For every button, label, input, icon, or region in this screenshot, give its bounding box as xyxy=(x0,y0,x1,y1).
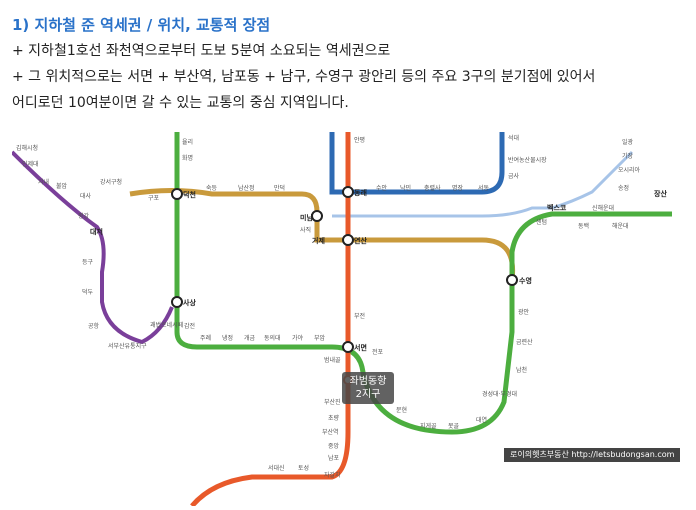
description-line-1: + 지하철1호선 좌천역으로부터 도보 5분여 소요되는 역세권으로 xyxy=(12,43,391,59)
watermark-label: 로이의헷츠부동산 http://letsbudongsan.com xyxy=(504,448,681,462)
label-gwangan: 광안 xyxy=(518,308,530,316)
label-bexco: 벡스코 xyxy=(547,203,567,212)
yeonsan-marker xyxy=(342,234,354,246)
label-daejeo: 대저 xyxy=(90,227,103,236)
label-deungu: 등구 xyxy=(82,259,94,266)
deokcheon-marker xyxy=(171,188,183,200)
label-seobusan: 서부산유통지구 xyxy=(108,342,147,350)
label-haeundae: 해운대 xyxy=(612,222,629,230)
label-naengjeong: 냉정 xyxy=(222,334,233,342)
label-yeonsan: 연산 xyxy=(354,236,367,245)
minam-marker xyxy=(311,210,323,222)
label-geumsa: 금사 xyxy=(508,172,520,180)
label-nakmin: 낙민 xyxy=(400,184,411,192)
donghae-route xyxy=(332,150,634,218)
label-gwaebeop: 괘법르네시떼 xyxy=(150,321,183,329)
label-bujeon: 부전 xyxy=(354,312,365,320)
label-sasang: 사상 xyxy=(183,298,196,307)
label-buam: 부암 xyxy=(314,334,326,342)
label-yulri: 율리 xyxy=(182,138,193,146)
sasang-marker xyxy=(171,296,183,308)
label-pyeonggang: 평강 xyxy=(78,212,90,220)
label-suyeong: 수영 xyxy=(519,276,532,285)
label-jagalchi: 자갈치 xyxy=(324,471,341,479)
label-dongbaek: 동백 xyxy=(578,222,589,230)
dongnae-marker xyxy=(342,186,354,198)
label-beomnaegol: 범내골 xyxy=(324,356,341,364)
line2-route xyxy=(174,132,672,435)
label-deokdu: 덕두 xyxy=(82,289,94,296)
line1-route xyxy=(190,132,351,506)
label-sinhaeundae: 신해운대 xyxy=(592,204,614,212)
label-gangseo: 강서구청 xyxy=(100,178,122,186)
gimhae-route xyxy=(12,150,174,345)
label-kyungsung: 경성대·부경대 xyxy=(482,390,517,398)
label-mandeok: 만덕 xyxy=(274,184,285,192)
label-namsanjeong: 남산정 xyxy=(238,184,255,192)
label-jigegol: 지게골 xyxy=(420,422,437,430)
label-centum: 센텀 xyxy=(536,218,547,226)
subway-map: 서면 연산 동래 미남 덕천 사상 수영 장산 거제 대저 벡스코 좌천 범내골… xyxy=(12,132,684,506)
label-bulam: 불암 xyxy=(56,182,68,190)
label-ilgwang: 일광 xyxy=(622,138,634,146)
label-motgol: 못골 xyxy=(448,423,460,430)
label-nampo: 남포 xyxy=(328,454,340,462)
label-songjeong: 송정 xyxy=(618,184,629,192)
subway-map-svg: 서면 연산 동래 미남 덕천 사상 수영 장산 거제 대저 벡스코 좌천 범내골… xyxy=(12,132,672,506)
label-inje: 인제대 xyxy=(22,160,39,168)
label-busan: 부산역 xyxy=(322,428,339,436)
label-gupo: 구포 xyxy=(148,195,160,202)
label-toseong: 토성 xyxy=(298,464,309,472)
location-callout: 좌범동항 2지구 xyxy=(342,372,394,404)
label-suan: 수안 xyxy=(376,184,388,192)
label-munhyeon: 문현 xyxy=(396,406,407,414)
label-sajik: 사직 xyxy=(300,226,311,234)
description-line-3: 어디로던 10여분이면 갈 수 있는 교통의 중심 지역입니다. xyxy=(12,95,349,111)
label-chungnyeolsa: 충렬사 xyxy=(424,184,441,192)
label-daesa: 대사 xyxy=(80,192,92,200)
label-geumnyeonsan: 금련산 xyxy=(516,338,533,346)
section-heading: 1) 지하철 준 역세권 / 위치, 교통적 장점 xyxy=(12,16,271,34)
label-jangsan: 장산 xyxy=(654,189,667,198)
label-sukdeung: 숙등 xyxy=(206,184,218,192)
label-jungang: 중앙 xyxy=(328,442,340,450)
label-dongnae: 동래 xyxy=(354,188,367,197)
label-jinae: 지내 xyxy=(38,178,49,186)
label-gimhae: 김해시청 xyxy=(16,144,38,152)
callout-line-2: 2지구 xyxy=(355,389,381,400)
label-osiria: 오시리아 xyxy=(618,166,641,174)
suyeong-marker xyxy=(506,274,518,286)
label-choryang: 초량 xyxy=(328,415,340,422)
label-gaya: 가야 xyxy=(292,334,304,342)
label-gamjeon: 감전 xyxy=(184,322,195,330)
line3-route xyxy=(129,188,516,281)
label-minam: 미남 xyxy=(300,213,313,222)
label-dongeui: 동의대 xyxy=(264,334,281,342)
label-seomyeon: 서면 xyxy=(354,343,367,352)
label-busanjin: 부산진 xyxy=(324,398,341,406)
label-anpyeong: 안평 xyxy=(354,136,365,144)
line4-route xyxy=(329,132,505,195)
description-line-2: + 그 위치적으로는 서면 + 부산역, 남포동 + 남구, 수영구 광안리 등… xyxy=(12,69,596,85)
label-gijang: 기장 xyxy=(622,152,634,160)
label-namcheon: 남천 xyxy=(516,366,527,374)
label-deokcheon: 덕천 xyxy=(183,190,196,199)
label-gaegeum: 개금 xyxy=(244,334,256,342)
label-geoje: 거제 xyxy=(312,236,325,245)
label-jeonpo: 전포 xyxy=(372,348,384,356)
label-myeongjang: 명장 xyxy=(452,184,464,192)
label-banyeo: 반여농산물시장 xyxy=(508,156,547,164)
label-jurye: 주례 xyxy=(200,334,211,342)
seomyeon-marker xyxy=(342,341,354,353)
label-airport: 공항 xyxy=(88,322,100,330)
label-seodong: 서동 xyxy=(478,184,490,192)
label-daeyeon: 대연 xyxy=(476,416,487,424)
label-seokdae: 석대 xyxy=(508,134,519,142)
label-hwamyeong: 화명 xyxy=(182,154,193,162)
label-seodaesin: 서대신 xyxy=(268,464,285,472)
callout-line-1: 좌범동항 xyxy=(349,376,387,387)
